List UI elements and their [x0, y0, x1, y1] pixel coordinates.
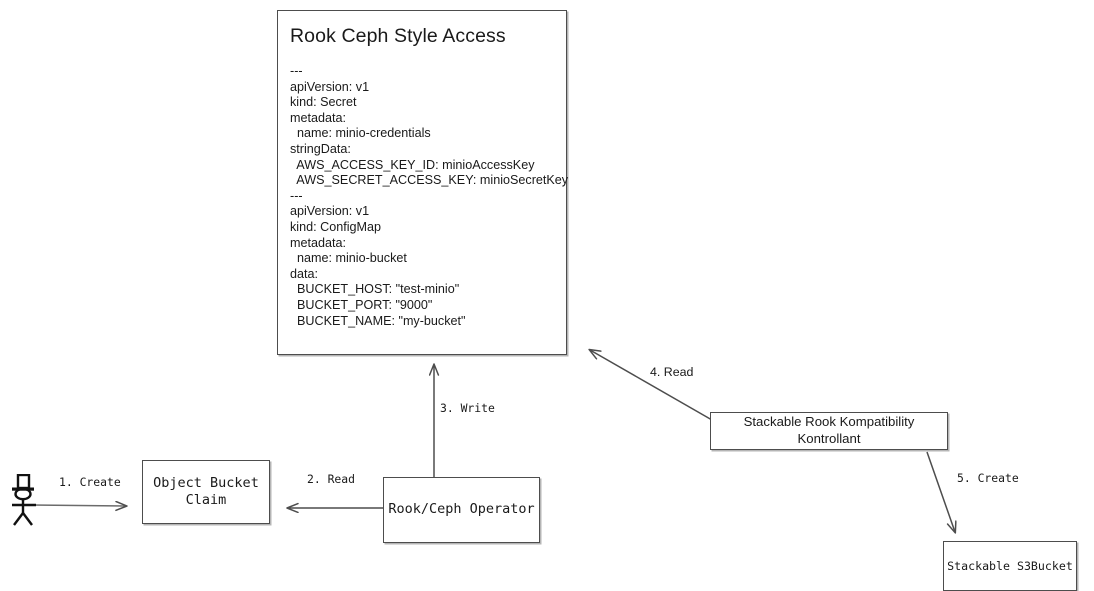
- node-srkk-label: Stackable Rook Kompatibility Kontrollant: [743, 414, 915, 446]
- node-object-bucket-claim-label: Object Bucket Claim: [153, 475, 259, 510]
- edge-1-create: [30, 505, 126, 506]
- node-stackable-s3bucket-label: Stackable S3Bucket: [947, 558, 1073, 573]
- node-rook-ceph-operator-label: Rook/Ceph Operator: [388, 501, 535, 518]
- node-object-bucket-claim[interactable]: Object Bucket Claim: [142, 460, 270, 524]
- node-stackable-s3bucket[interactable]: Stackable S3Bucket: [943, 541, 1077, 591]
- edge-label-3-write: 3. Write: [440, 401, 495, 415]
- node-stackable-rook-kompatibility-kontrollant[interactable]: Stackable Rook Kompatibility Kontrollant: [710, 412, 948, 450]
- obc-label-line-2: Claim: [185, 492, 227, 508]
- edge-label-4-read: 4. Read: [650, 365, 694, 379]
- rook-ceph-style-access-card[interactable]: Rook Ceph Style Access --- apiVersion: v…: [277, 10, 569, 355]
- obc-label-line-1: Object Bucket: [153, 474, 259, 491]
- user-actor-icon: [12, 474, 36, 526]
- yaml-card-title: Rook Ceph Style Access: [290, 25, 506, 47]
- edge-4-read: [590, 350, 713, 421]
- node-rook-ceph-operator[interactable]: Rook/Ceph Operator: [383, 477, 540, 543]
- yaml-card-body: --- apiVersion: v1 kind: Secret metadata…: [290, 64, 569, 328]
- edge-label-2-read: 2. Read: [307, 472, 356, 486]
- edge-5-create: [926, 451, 955, 532]
- edge-label-5-create: 5. Create: [957, 471, 1019, 485]
- edge-label-1-create: 1. Create: [59, 475, 121, 489]
